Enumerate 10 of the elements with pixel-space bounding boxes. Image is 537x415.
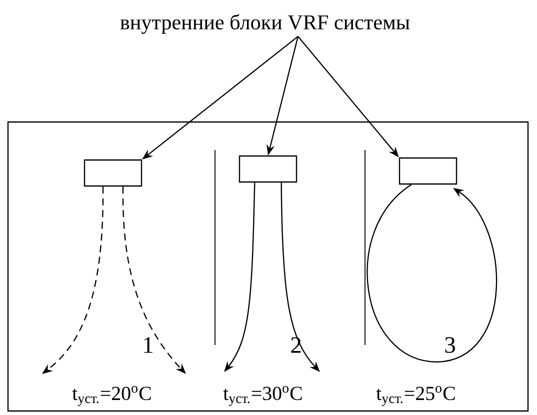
indoor-unit-box (398, 157, 458, 185)
title: внутренние блоки VRF системы (120, 14, 410, 34)
airflow-arrow (366, 184, 497, 363)
temperature-label: t$_{уст.}$=25$^{o}$C (376, 386, 455, 406)
temperature-label: t$_{уст.}$=20$^{o}$C (72, 386, 151, 406)
zone-number: 3 (445, 337, 455, 353)
temperature-label: t$_{уст.}$=30$^{o}$C (223, 386, 302, 406)
indoor-unit-box (84, 159, 142, 187)
indoor-unit-box (238, 155, 298, 183)
zone-number: 1 (144, 337, 152, 353)
